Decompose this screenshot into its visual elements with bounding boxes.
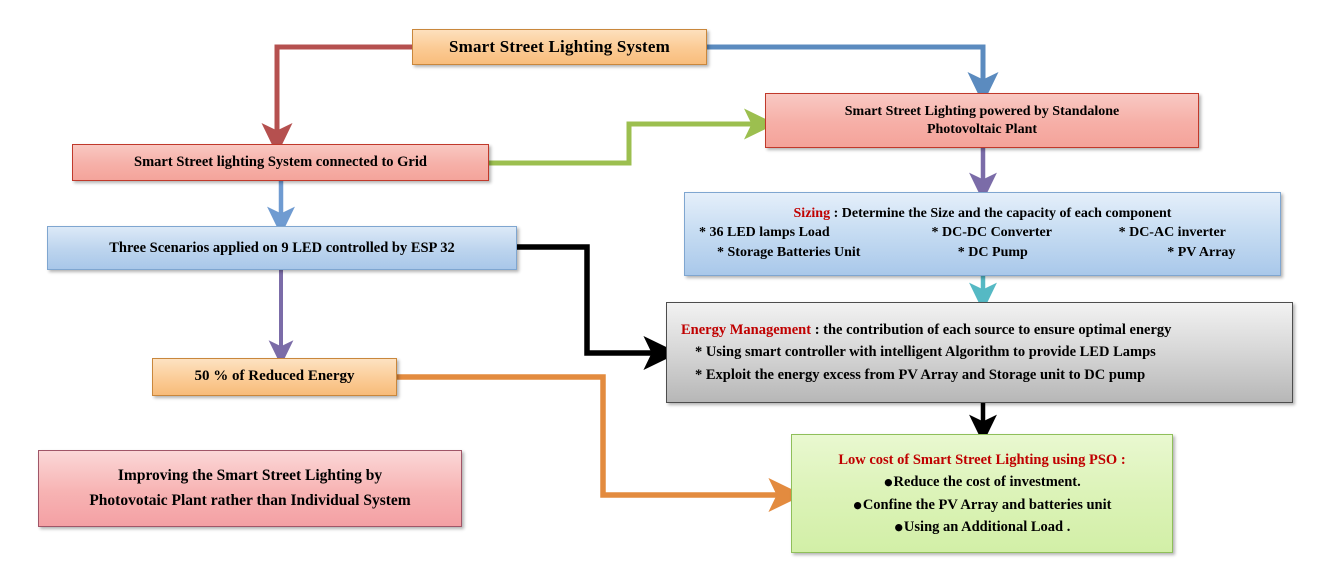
node-improving-line1: Improving the Smart Street Lighting by <box>117 467 383 485</box>
node-smart-street-lighting-system[interactable]: Smart Street Lighting System <box>412 29 707 65</box>
node-reduced-label: 50 % of Reduced Energy <box>194 368 355 385</box>
node-energy-bullet-1: * Using smart controller with intelligen… <box>695 344 1156 361</box>
node-sizing-item-dc-dc-converter: * DC-DC Converter <box>931 224 1052 240</box>
node-sizing-row-1: * 36 LED lamps Load * DC-DC Converter * … <box>685 223 1280 243</box>
node-sizing-row-2: * Storage Batteries Unit * DC Pump * PV … <box>685 243 1280 263</box>
node-standalone-line2: Photovoltaic Plant <box>926 121 1038 137</box>
bullet-dot-icon: ● <box>893 517 904 537</box>
node-three-scenarios[interactable]: Three Scenarios applied on 9 LED control… <box>47 226 517 270</box>
node-sizing-item-pv-array: * PV Array <box>1167 244 1236 260</box>
node-energy-management[interactable]: Energy Management : the contribution of … <box>666 302 1293 403</box>
node-energy-heading-keyword: Energy Management <box>681 321 812 338</box>
node-scenarios-label: Three Scenarios applied on 9 LED control… <box>109 239 455 256</box>
edge-title-to-grid <box>261 44 412 155</box>
node-energy-heading: Energy Management : the contribution of … <box>681 319 1171 341</box>
node-grid-label: Smart Street lighting System connected t… <box>134 154 427 171</box>
node-sizing-item-dc-pump: * DC Pump <box>957 244 1028 260</box>
edge-title-to-standalone <box>707 44 999 104</box>
node-energy-bullet-2: * Exploit the energy excess from PV Arra… <box>695 366 1146 383</box>
edge-reduced-to-pso <box>397 374 804 513</box>
edge-scenarios-to-energy <box>517 244 679 371</box>
node-sizing-heading: Sizing : Determine the Size and the capa… <box>794 205 1172 223</box>
node-pso-bullet-3-text: Using an Additional Load . <box>903 518 1071 535</box>
node-sizing-item-storage-batteries-unit: * Storage Batteries Unit <box>717 244 861 260</box>
bullet-dot-icon: ● <box>883 473 894 493</box>
node-pso-title: Low cost of Smart Street Lighting using … <box>838 452 1126 469</box>
node-pso-bullet-2: ●Confine the PV Array and batteries unit <box>853 494 1112 516</box>
node-sizing-heading-text: : Determine the Size and the capacity of… <box>830 205 1172 221</box>
node-pso-bullet-2-text: Confine the PV Array and batteries unit <box>862 496 1112 513</box>
node-pso-bullet-1: ●Reduce the cost of investment. <box>883 471 1081 493</box>
node-sizing-item-dc-ac-inverter: * DC-AC inverter <box>1118 224 1226 240</box>
node-low-cost-pso[interactable]: Low cost of Smart Street Lighting using … <box>791 434 1173 553</box>
node-pso-bullet-3: ●Using an Additional Load . <box>894 516 1071 538</box>
bullet-dot-icon: ● <box>852 495 863 515</box>
node-reduced-energy[interactable]: 50 % of Reduced Energy <box>152 358 397 396</box>
node-energy-heading-text: : the contribution of each source to ens… <box>811 321 1172 338</box>
node-standalone-photovoltaic-plant[interactable]: Smart Street Lighting powered by Standal… <box>765 93 1199 148</box>
node-sizing[interactable]: Sizing : Determine the Size and the capa… <box>684 192 1281 276</box>
node-standalone-line1: Smart Street Lighting powered by Standal… <box>844 103 1120 119</box>
node-connected-to-grid[interactable]: Smart Street lighting System connected t… <box>72 144 489 181</box>
node-improving-smart-street-lighting[interactable]: Improving the Smart Street Lighting by P… <box>38 450 462 527</box>
node-improving-line2: Photovotaic Plant rather than Individual… <box>89 491 411 509</box>
node-sizing-item-led-lamps-load: * 36 LED lamps Load <box>699 224 830 240</box>
edge-grid-to-standalone <box>489 108 776 166</box>
node-title-label: Smart Street Lighting System <box>448 37 671 57</box>
node-sizing-heading-keyword: Sizing <box>793 205 831 221</box>
node-pso-bullet-1-text: Reduce the cost of investment. <box>893 474 1081 491</box>
